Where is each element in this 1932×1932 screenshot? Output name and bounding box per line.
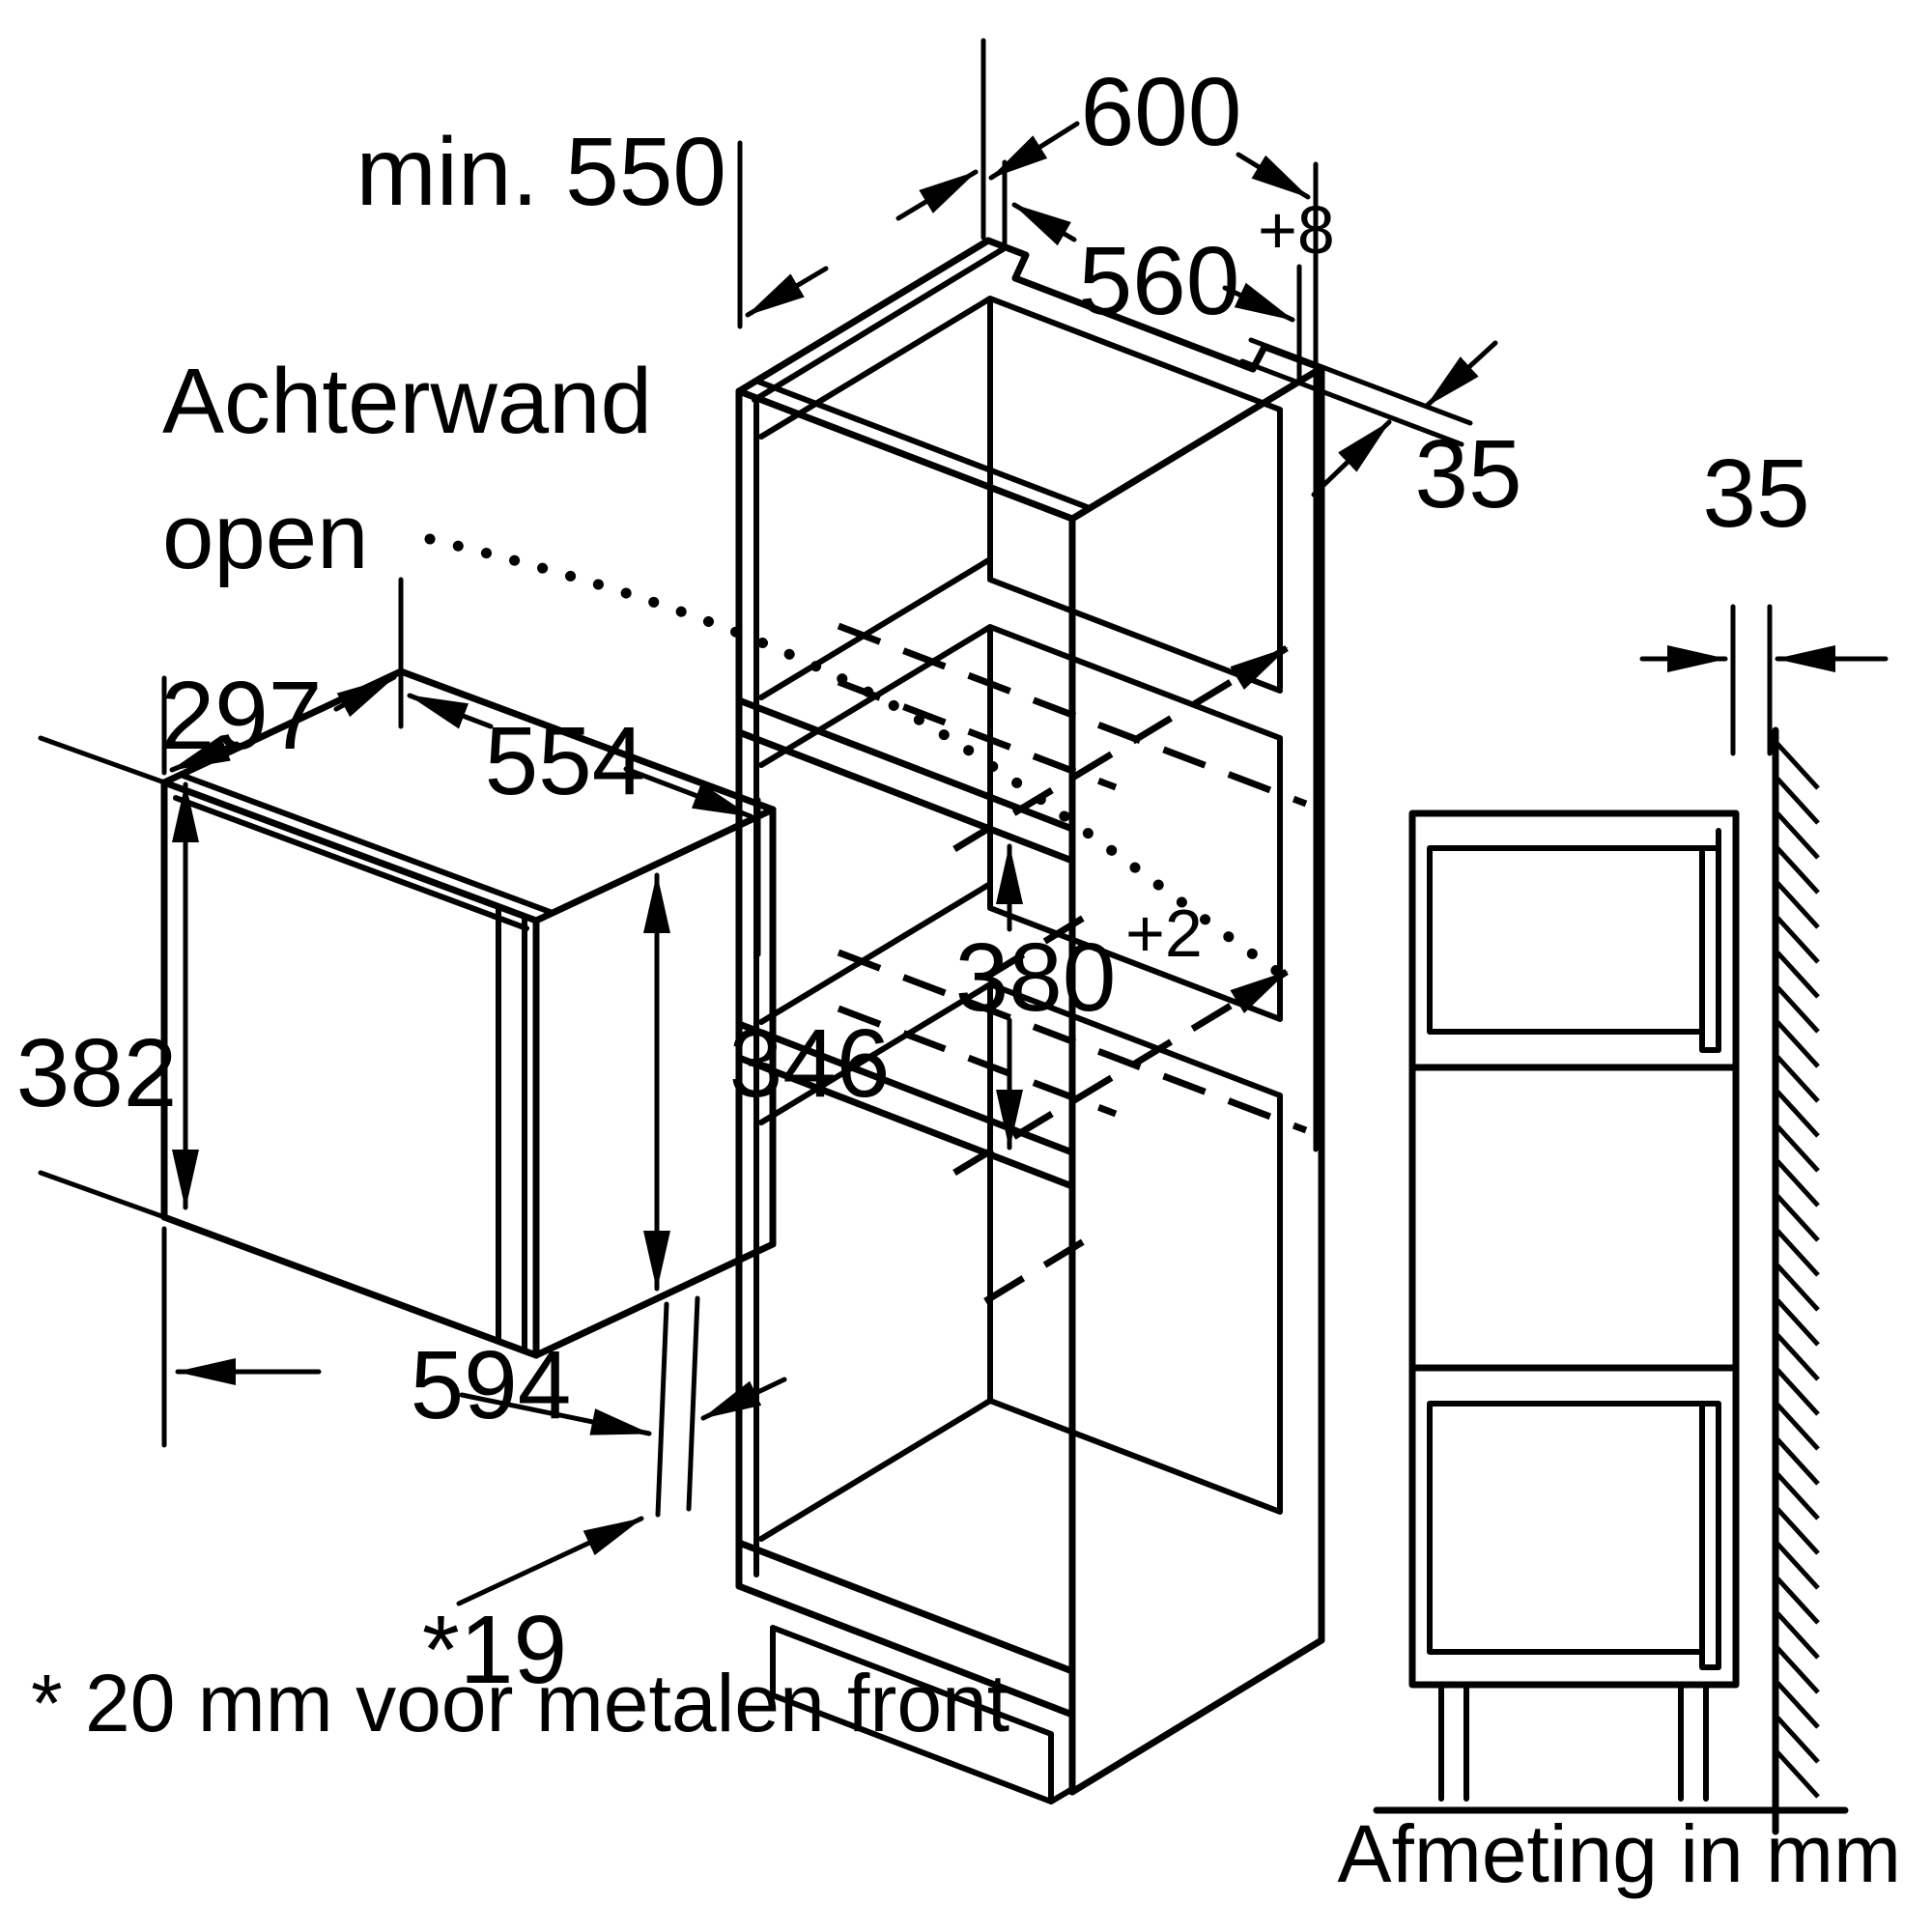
dim-side-view (1639, 604, 1889, 756)
back-wall-label-line1: Achterwand (162, 350, 652, 453)
dim-appliance-body-width-label: 554 (485, 707, 646, 815)
shelf-dashed-upper (837, 622, 1308, 980)
units-note: Afmeting in mm (1338, 1808, 1902, 1899)
dim-door-gap-label: *19 (422, 1596, 567, 1704)
tall-cabinet-outline (735, 237, 1325, 1804)
dim-appliance-depth-label: 297 (161, 662, 323, 770)
dotted-leader (424, 533, 1293, 983)
dim-cabinet-width-label: 600 (1081, 58, 1242, 166)
dim-wall-gap-side-label: 35 (1702, 440, 1809, 548)
dim-microwave (38, 577, 787, 1606)
shelf-dashed-lower (837, 949, 1308, 1304)
microwave-outline (160, 668, 777, 1359)
wall-hatch (1772, 726, 1820, 1835)
side-view-cabinet (1373, 810, 1849, 1814)
dim-cabinet (737, 38, 1498, 1152)
dim-cabinet-depth-label: min. 550 (355, 118, 726, 226)
dim-wall-gap-top-label: 35 (1414, 420, 1521, 528)
dim-niche-height-tolerance: +2 (1125, 895, 1203, 971)
dim-niche-width-label: 560 (1079, 227, 1240, 335)
footnote: * 20 mm voor metalen front (31, 1658, 1009, 1748)
dim-niche-width-tolerance: +8 (1258, 192, 1335, 268)
dim-appliance-height-label: 382 (16, 1019, 178, 1127)
dim-appliance-body-height-label: 346 (729, 1009, 891, 1118)
dim-niche-height-label: 380 (955, 923, 1117, 1032)
back-wall-label-line2: open (162, 485, 369, 588)
dim-appliance-door-width-label: 594 (411, 1331, 572, 1439)
